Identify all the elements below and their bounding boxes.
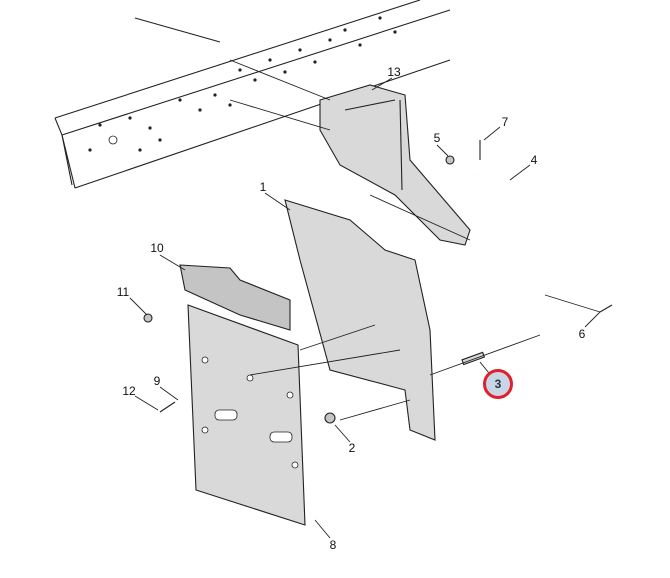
callout-7[interactable]: 7 — [501, 115, 509, 129]
callout-1[interactable]: 1 — [259, 180, 267, 194]
nut-2 — [324, 412, 336, 424]
seal-4 — [467, 174, 551, 342]
callout-2[interactable]: 2 — [348, 441, 356, 455]
bolt-12 — [159, 401, 176, 413]
callout-5[interactable]: 5 — [433, 131, 441, 145]
callout-6[interactable]: 6 — [578, 327, 586, 341]
mudflap-8 — [187, 304, 306, 526]
callout-8[interactable]: 8 — [329, 538, 337, 552]
callout-10[interactable]: 10 — [150, 241, 164, 255]
callout-11[interactable]: 11 — [116, 285, 130, 299]
bracket-13 — [319, 84, 471, 246]
bolt-6 — [599, 304, 613, 313]
callout-4[interactable]: 4 — [530, 153, 538, 167]
frame-rail — [54, 0, 451, 189]
callout-12[interactable]: 12 — [122, 384, 136, 398]
rail-bolt — [134, 17, 221, 43]
bracket-10 — [179, 264, 291, 331]
fender-1 — [284, 199, 436, 441]
callout-13[interactable]: 13 — [387, 65, 401, 79]
nut-11 — [143, 313, 153, 323]
callout-9[interactable]: 9 — [153, 374, 161, 388]
nut-5 — [445, 155, 455, 165]
callout-3-highlighted[interactable]: 3 — [483, 369, 513, 399]
